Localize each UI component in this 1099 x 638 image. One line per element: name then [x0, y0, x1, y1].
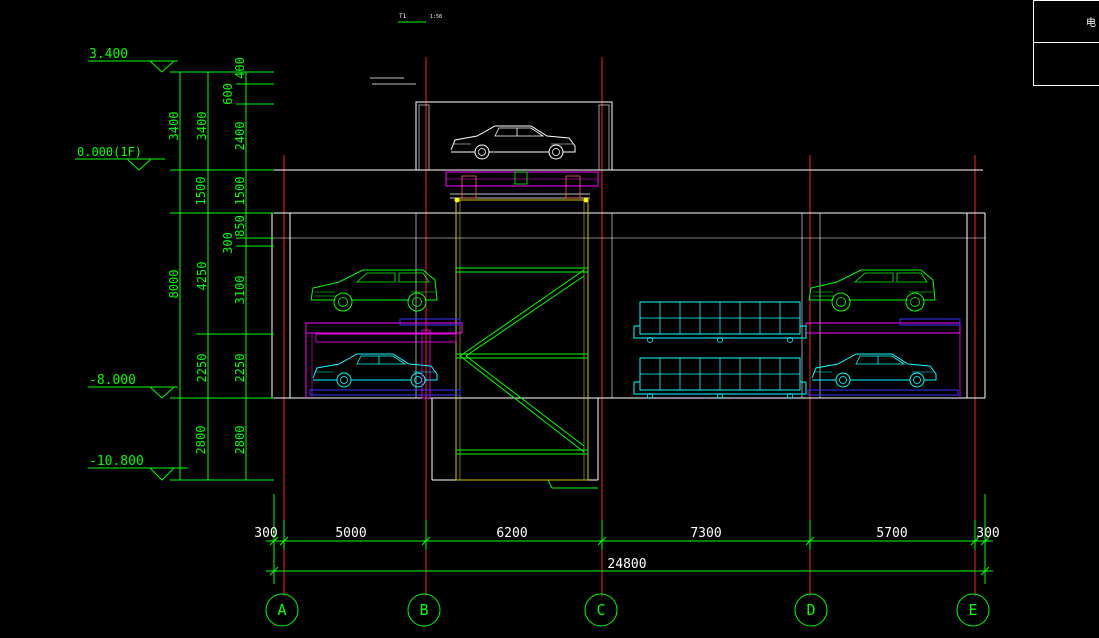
axis-bubble-a[interactable]	[265, 593, 299, 627]
axis-labels: A B C D E	[277, 601, 977, 619]
axis-bubbles	[265, 593, 990, 627]
car-suv-icon	[808, 269, 936, 312]
parking-trolley-icon	[633, 357, 807, 399]
axis-bubble-b[interactable]	[407, 593, 441, 627]
svg-text:3400: 3400	[167, 112, 181, 141]
axis-label: D	[806, 601, 815, 619]
parking-pallets	[305, 318, 961, 399]
level-label: 3.400	[89, 47, 128, 62]
svg-text:8000: 8000	[167, 270, 181, 299]
svg-text:300: 300	[254, 526, 277, 541]
title-block-panel[interactable]: 电	[1033, 0, 1099, 86]
svg-text:6200: 6200	[496, 526, 527, 541]
svg-text:2250: 2250	[195, 354, 209, 383]
svg-text:24800: 24800	[607, 557, 646, 572]
svg-text:1500: 1500	[194, 177, 208, 206]
svg-text:850: 850	[233, 215, 247, 237]
car-sedan-icon	[811, 353, 937, 388]
entrance-hood	[415, 101, 613, 171]
svg-text:7300: 7300	[690, 526, 721, 541]
svg-text:2250: 2250	[233, 354, 247, 383]
car-suv-icon	[310, 269, 438, 312]
building-structure	[271, 101, 986, 489]
svg-text:1500: 1500	[233, 177, 247, 206]
axis-label: A	[277, 601, 286, 619]
car-sedan-icon	[312, 353, 438, 388]
svg-text:2800: 2800	[194, 426, 208, 455]
svg-text:400: 400	[233, 57, 247, 79]
horizontal-dimension-lines	[266, 494, 993, 584]
title-block-top: 电	[1034, 1, 1099, 43]
svg-text:600: 600	[221, 83, 235, 105]
svg-text:3100: 3100	[233, 276, 247, 305]
axis-label: B	[419, 601, 428, 619]
car-sedan-icon	[450, 125, 576, 160]
svg-text:300: 300	[976, 526, 999, 541]
title-note-scale: 1:50	[430, 14, 442, 20]
level-label: 0.000(1F)	[77, 145, 142, 159]
svg-text:5700: 5700	[876, 526, 907, 541]
svg-text:300: 300	[221, 232, 235, 254]
title-note: T1	[399, 13, 407, 20]
level-label: -8.000	[89, 373, 136, 388]
parking-trolley-icon	[633, 301, 807, 343]
vertical-dimension-texts: 3400 1500 8000 2800 3400 4250 2250 400 6…	[167, 57, 247, 454]
level-markers	[75, 60, 188, 481]
svg-text:5000: 5000	[335, 526, 366, 541]
axis-bubble-c[interactable]	[584, 593, 618, 627]
axis-bubble-d[interactable]	[794, 593, 828, 627]
svg-text:2400: 2400	[233, 122, 247, 151]
top-lift-platform	[445, 171, 599, 203]
axis-label: C	[596, 601, 605, 619]
level-label: -10.800	[89, 454, 144, 469]
axis-label: E	[968, 601, 977, 619]
svg-text:3400: 3400	[195, 112, 209, 141]
title-block-bottom	[1034, 43, 1099, 85]
svg-text:4250: 4250	[195, 262, 209, 291]
axis-grid-lines	[283, 57, 976, 596]
axis-bubble-e[interactable]	[956, 593, 990, 627]
vertical-dimension-lines	[170, 71, 274, 481]
horizontal-dimension-texts: 300 5000 6200 7300 5700 300 24800	[254, 526, 999, 572]
lift-tower	[450, 193, 590, 481]
svg-text:2800: 2800	[233, 426, 247, 455]
